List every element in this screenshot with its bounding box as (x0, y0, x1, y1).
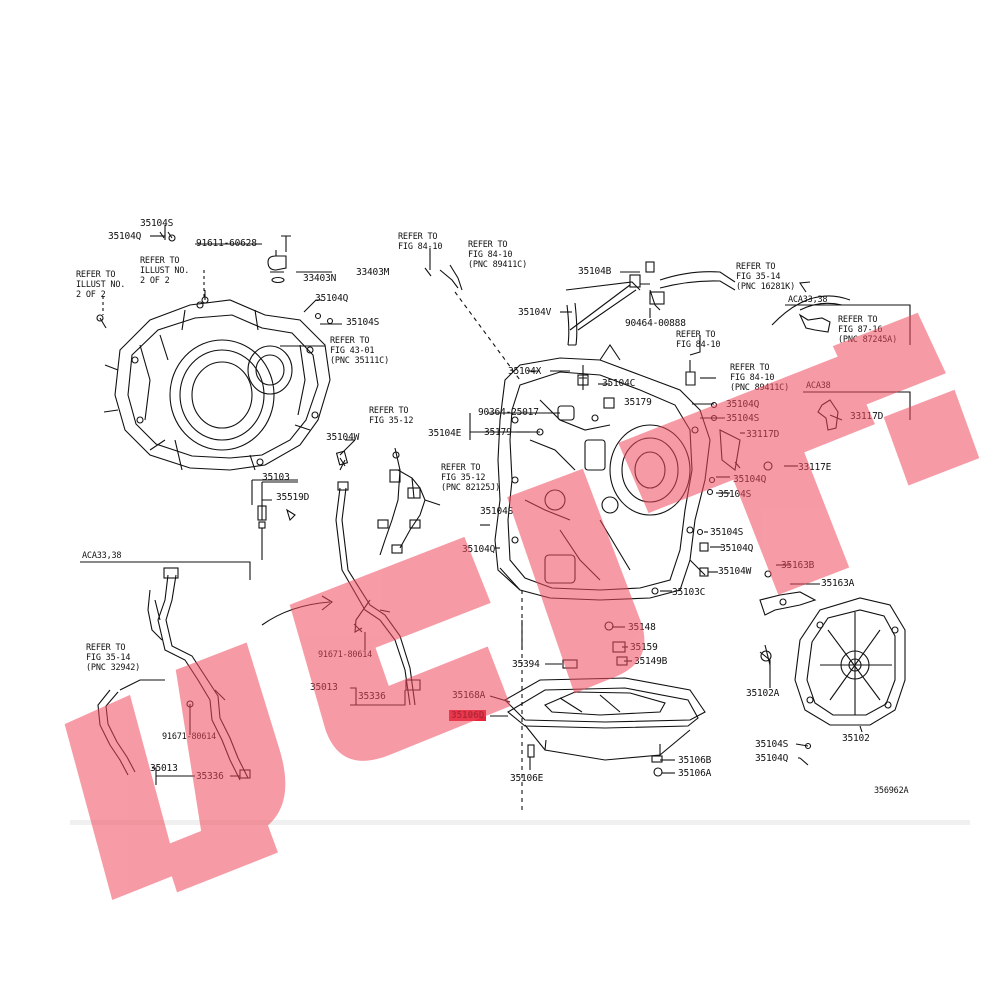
part-label[interactable]: 35104E (428, 428, 462, 439)
part-label[interactable]: 35104S (755, 739, 789, 750)
part-label[interactable]: 35163B (781, 560, 815, 571)
part-label[interactable]: 35104S (140, 218, 174, 229)
highlighted-part-label[interactable]: 35106D (449, 710, 487, 721)
side-cover-drawing (759, 570, 906, 766)
part-label[interactable]: 33117D (746, 429, 780, 440)
part-label[interactable]: 90364-25017 (478, 407, 539, 418)
part-label[interactable]: 35106E (510, 773, 544, 784)
refer-note[interactable]: REFER TO FIG 43-01 (PNC 35111C) (330, 336, 390, 366)
part-label[interactable]: 33117D (850, 411, 884, 422)
part-label[interactable]: 35104V (518, 307, 552, 318)
part-label[interactable]: 35336 (358, 691, 386, 702)
part-label[interactable]: 35104S (718, 489, 752, 500)
part-label[interactable]: 33403M (356, 267, 390, 278)
part-label[interactable]: 35103 (262, 472, 290, 483)
part-label[interactable]: 91671-80614 (162, 732, 217, 742)
part-label[interactable]: 35104Q (755, 753, 789, 764)
part-label[interactable]: 35013 (310, 682, 338, 693)
part-label[interactable]: 35104W (718, 566, 752, 577)
part-label[interactable]: 35148 (628, 622, 656, 633)
part-label[interactable]: 35104X (508, 366, 542, 377)
refer-note[interactable]: REFER TO FIG 35-12 (PNC 82125J) (441, 463, 501, 493)
part-label[interactable]: 35104Q (108, 231, 142, 242)
part-label[interactable]: 35104S (346, 317, 380, 328)
part-label[interactable]: 35168A (452, 690, 486, 701)
part-label[interactable]: 35102A (746, 688, 780, 699)
part-label[interactable]: 35163A (821, 578, 855, 589)
part-label[interactable]: 35159 (630, 642, 658, 653)
part-label[interactable]: 91671-80614 (318, 650, 373, 660)
refer-note[interactable]: REFER TO FIG 87-16 (PNC 87245A) (838, 315, 898, 345)
part-label[interactable]: 35013 (150, 763, 178, 774)
part-label[interactable]: 35103C (672, 587, 706, 598)
refer-note[interactable]: REFER TO FIG 35-14 (PNC 16281K) (736, 262, 796, 292)
part-label[interactable]: 35179 (624, 397, 652, 408)
part-label[interactable]: 35104Q (462, 544, 496, 555)
part-label[interactable]: 91611-60628 (196, 238, 257, 249)
part-label[interactable]: 35104S (710, 527, 744, 538)
variant-label: ACA38 (806, 381, 831, 391)
refer-note[interactable]: REFER TO FIG 84-10 (PNC 89411C) (468, 240, 528, 270)
variant-label: ACA33,38 (788, 295, 828, 305)
part-label[interactable]: 35179 (484, 427, 512, 438)
transaxle-housing-drawing (103, 299, 331, 471)
part-label[interactable]: 35104Q (315, 293, 349, 304)
refer-note[interactable]: REFER TO FIG 84-10 (398, 232, 443, 252)
variant-label: ACA33,38 (82, 551, 122, 561)
refer-note[interactable]: REFER TO ILLUST NO. 2 OF 2 (76, 270, 126, 300)
refer-note[interactable]: REFER TO FIG 35-14 (PNC 32942) (86, 643, 141, 673)
part-label[interactable]: 35104S (480, 506, 514, 517)
part-label[interactable]: 35102 (842, 733, 870, 744)
refer-note[interactable]: REFER TO FIG 84-10 (PNC 89411C) (730, 363, 790, 393)
part-label[interactable]: 35104Q (720, 543, 754, 554)
part-label[interactable]: 33403N (303, 273, 337, 284)
part-label[interactable]: 35106A (678, 768, 712, 779)
part-label[interactable]: 35104W (326, 432, 360, 443)
refer-note[interactable]: REFER TO ILLUST NO. 2 OF 2 (140, 256, 190, 286)
oil-pan-drawing (504, 621, 706, 777)
refer-note[interactable]: REFER TO FIG 35-12 (369, 406, 414, 426)
wiring-harness-drawing (377, 447, 441, 556)
figure-code: 356962A (874, 786, 909, 796)
part-label[interactable]: 35106B (678, 755, 712, 766)
part-label[interactable]: 33117E (798, 462, 832, 473)
part-label[interactable]: 35394 (512, 659, 540, 670)
refer-note[interactable]: REFER TO FIG 84-10 (676, 330, 721, 350)
part-label[interactable]: 90464-00888 (625, 318, 686, 329)
part-label[interactable]: 35104Q (726, 399, 760, 410)
part-label[interactable]: 35104S (726, 413, 760, 424)
part-label[interactable]: 35336 (196, 771, 224, 782)
pipe-assembly-drawing (97, 567, 251, 781)
part-label[interactable]: 35519D (276, 492, 310, 503)
part-label[interactable]: 35149B (634, 656, 668, 667)
dipstick-drawing (257, 481, 421, 706)
part-label[interactable]: 35104B (578, 266, 612, 277)
bottom-divider (70, 820, 970, 825)
part-label[interactable]: 35104C (602, 378, 636, 389)
part-label[interactable]: 35104Q (733, 474, 767, 485)
